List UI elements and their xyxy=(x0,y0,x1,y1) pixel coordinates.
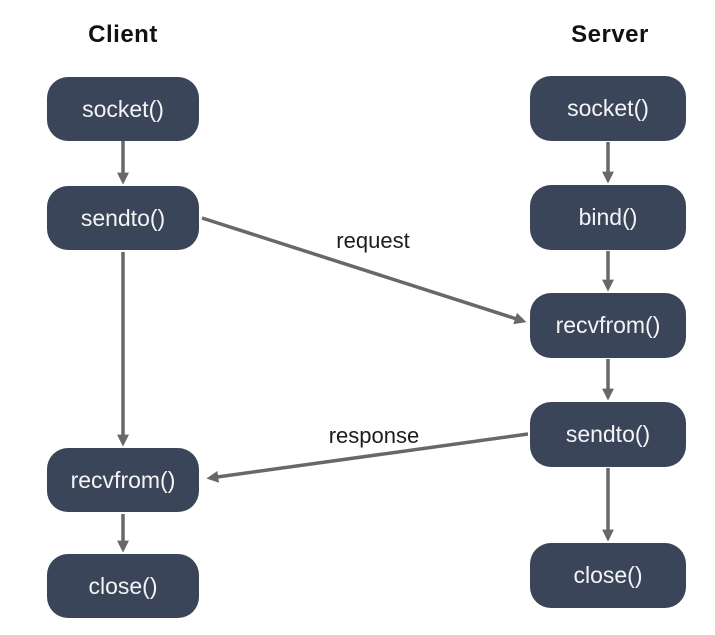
client-node-recvfrom: recvfrom() xyxy=(47,448,199,512)
response-arrow xyxy=(206,432,529,483)
client-node-sendto: sendto() xyxy=(47,186,199,250)
server-column-header: Server xyxy=(571,21,649,48)
client-node-socket: socket() xyxy=(47,77,199,141)
server-node-recvfrom: recvfrom() xyxy=(530,293,686,358)
client-column-header: Client xyxy=(88,21,158,48)
server-node-close: close() xyxy=(530,543,686,608)
server-node-socket: socket() xyxy=(530,76,686,141)
request-label: request xyxy=(336,228,410,253)
server-node-bind: bind() xyxy=(530,185,686,250)
server-node-sendto: sendto() xyxy=(530,402,686,467)
client-node-close: close() xyxy=(47,554,199,618)
request-arrow xyxy=(201,216,527,325)
response-label: response xyxy=(328,423,420,448)
